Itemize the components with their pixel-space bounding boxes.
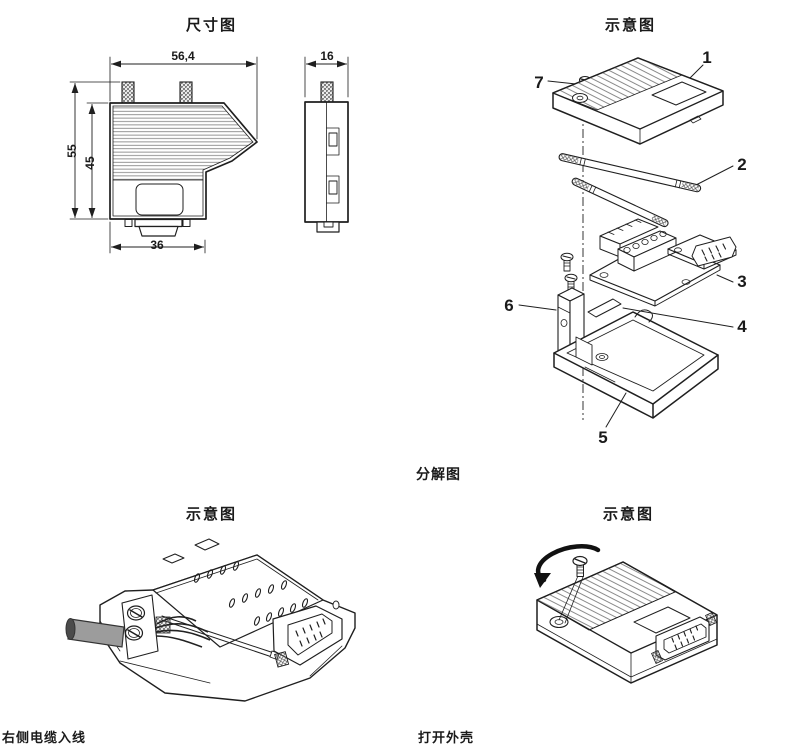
dsub-cutout-bump bbox=[634, 309, 653, 323]
callout-1: 1 bbox=[702, 48, 712, 67]
dsub-connector bbox=[651, 612, 717, 664]
cable bbox=[65, 618, 125, 648]
callout-2: 2 bbox=[737, 155, 747, 174]
cable-entry-caption: 右侧电缆入线 bbox=[2, 730, 87, 745]
callout-6: 6 bbox=[504, 296, 514, 315]
cover-label-recess bbox=[651, 81, 707, 106]
exploded-view: 1 2 3 4 5 6 7 bbox=[490, 35, 790, 455]
bottom-tab bbox=[316, 221, 340, 233]
thumbscrew bbox=[274, 651, 290, 668]
dimension-diagram-title: 尺寸图 bbox=[186, 17, 238, 34]
extension-lines bbox=[69, 56, 258, 254]
knurled-screw-top bbox=[320, 81, 334, 103]
knurled-screw-left bbox=[121, 81, 135, 104]
cable-entry-title: 示意图 bbox=[186, 506, 238, 523]
open-housing-svg bbox=[534, 544, 718, 684]
dsub-shell bbox=[691, 236, 737, 267]
knurled-screw-right bbox=[179, 81, 193, 104]
rear-tabs bbox=[162, 538, 220, 564]
dim-depth: 16 bbox=[320, 49, 334, 63]
dim-overall-height: 55 bbox=[65, 144, 79, 158]
lower-housing-part bbox=[553, 309, 719, 419]
wires bbox=[155, 616, 211, 648]
side-dimension-view: 16 bbox=[293, 45, 363, 245]
jack-screws-part bbox=[558, 153, 702, 228]
side-view-svg bbox=[304, 56, 349, 233]
dsub-connector-front bbox=[124, 218, 191, 237]
open-housing-caption: 打开外壳 bbox=[418, 730, 475, 745]
front-dimension-view: 56,4 55 45 36 bbox=[60, 45, 290, 260]
upper-housing-part bbox=[551, 57, 724, 145]
exploded-schematic-title: 示意图 bbox=[605, 17, 657, 34]
hatched-shell-area bbox=[112, 105, 254, 181]
screw-hole bbox=[549, 615, 569, 629]
callout-3: 3 bbox=[737, 272, 747, 291]
dim-housing-height: 45 bbox=[83, 156, 97, 170]
callout-4: 4 bbox=[737, 317, 747, 336]
cover-screw-hole bbox=[572, 93, 588, 103]
dim-connector-width: 36 bbox=[150, 238, 164, 252]
top-label-recess bbox=[633, 606, 691, 634]
cable-entry-svg bbox=[65, 538, 356, 702]
dim-overall-width: 56,4 bbox=[171, 49, 195, 63]
side-body bbox=[304, 101, 349, 223]
label-recess bbox=[135, 183, 184, 216]
vent-slots bbox=[193, 561, 309, 626]
pcb-dsub-part bbox=[589, 218, 737, 307]
cover-screw bbox=[558, 555, 588, 624]
extension-lines bbox=[304, 56, 349, 98]
open-housing-title: 示意图 bbox=[603, 506, 655, 523]
cable-entry-illustration bbox=[60, 533, 400, 708]
dimension-lines bbox=[71, 60, 256, 251]
label-plate-part bbox=[587, 298, 622, 318]
callout-5: 5 bbox=[598, 428, 608, 447]
rotation-arrow-icon bbox=[534, 544, 601, 588]
open-housing-illustration bbox=[510, 538, 770, 710]
front-view-svg bbox=[69, 56, 258, 254]
housing-outline bbox=[109, 102, 258, 220]
callout-7: 7 bbox=[534, 73, 544, 92]
exploded-view-caption: 分解图 bbox=[416, 466, 461, 482]
exploded-view-svg bbox=[518, 57, 737, 428]
dsub-connector bbox=[272, 600, 343, 668]
